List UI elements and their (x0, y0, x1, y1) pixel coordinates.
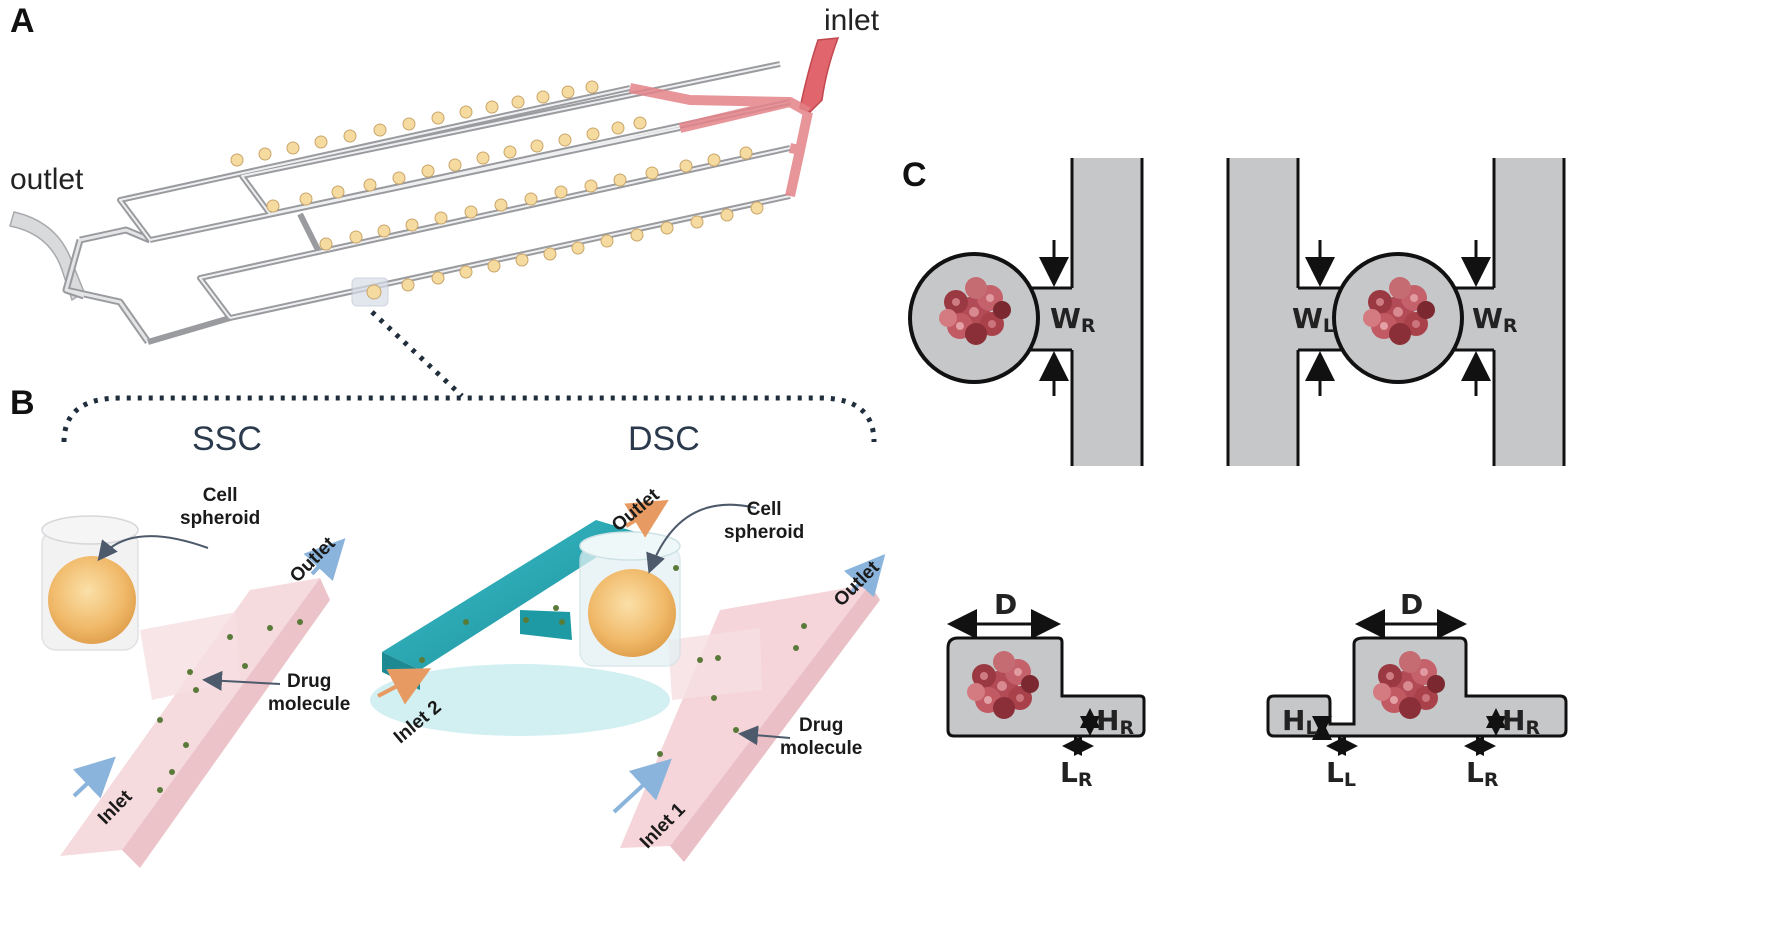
inlet-manifold (629, 83, 813, 198)
inlet-tube (799, 37, 840, 113)
w-r-label-ssc: WR (1050, 302, 1096, 337)
h-l-label-dsc: HL (1282, 704, 1318, 739)
spheroid-array (230, 80, 764, 299)
ssc-cell-spheroid-label: Cell spheroid (180, 485, 261, 529)
l-l-label-dsc: LL (1326, 756, 1356, 791)
ssc-label: SSC (192, 420, 262, 458)
w-r-label-dsc: WR (1472, 302, 1518, 337)
w-l-label-dsc: WL (1292, 302, 1335, 337)
outlet-label: outlet (10, 163, 84, 196)
dsc-model (370, 499, 886, 862)
dsc-side-view (1266, 609, 1568, 756)
l-r-label-dsc: LR (1466, 756, 1499, 791)
panel-label-c: C (902, 156, 927, 194)
panel-label-a: A (10, 2, 35, 40)
zoom-connector (61, 310, 877, 443)
ssc-drug-molecule-label: Drug molecule (268, 671, 351, 715)
ssc-model (41, 515, 346, 868)
dsc-drug-molecule-label: Drug molecule (780, 715, 863, 759)
d-label-ssc: D (994, 588, 1018, 621)
h-r-label-ssc: HR (1096, 704, 1135, 739)
panel-label-b: B (10, 384, 35, 422)
dsc-top-view (1226, 158, 1566, 466)
l-r-label-ssc: LR (1060, 756, 1093, 791)
ssc-top-view (908, 158, 1144, 466)
inlet-label: inlet (824, 4, 880, 37)
ssc-side-view (946, 609, 1146, 756)
dsc-label: DSC (628, 420, 700, 458)
dsc-cell-spheroid-label: Cell spheroid (724, 499, 805, 543)
h-r-label-dsc: HR (1502, 704, 1541, 739)
d-label-dsc: D (1400, 588, 1424, 621)
